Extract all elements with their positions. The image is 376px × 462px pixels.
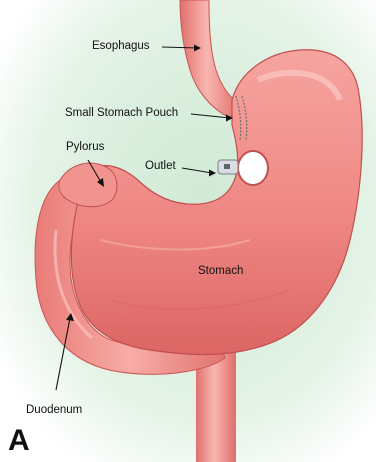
label-stomach: Stomach (198, 266, 243, 278)
label-outlet: Outlet (145, 161, 176, 173)
figure-letter: A (8, 426, 30, 456)
label-esophagus: Esophagus (92, 41, 150, 53)
outlet-band-marker (224, 164, 230, 169)
label-duodenum: Duodenum (26, 405, 82, 417)
label-pylorus: Pylorus (66, 142, 104, 154)
label-small-stomach-pouch: Small Stomach Pouch (65, 108, 178, 120)
outlet-inner (244, 157, 262, 179)
